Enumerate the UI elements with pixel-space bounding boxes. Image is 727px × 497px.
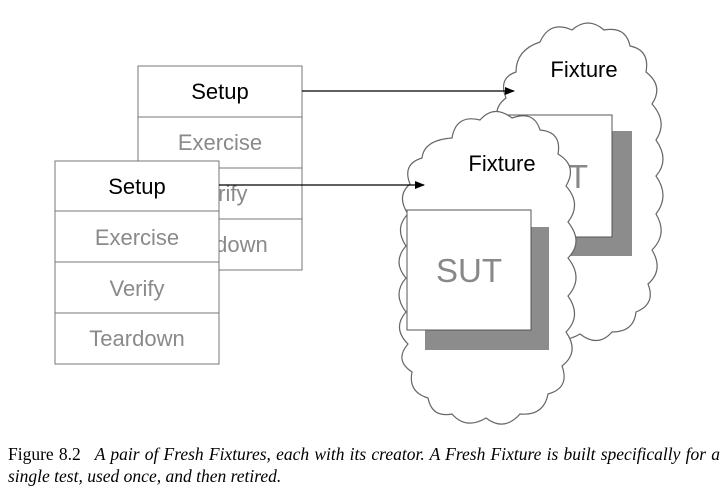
front-fixture-label: Fixture	[468, 151, 535, 176]
figure-label: Figure 8.2	[8, 444, 81, 464]
fresh-fixture-diagram: SUT Fixture SUT Fixture Setup Exercise V…	[54, 22, 664, 425]
front-sut-label: SUT	[436, 252, 502, 289]
back-stack-setup: Setup	[191, 79, 249, 104]
front-test-stack: Setup Exercise Verify Teardown	[54, 160, 220, 365]
front-stack-teardown: Teardown	[89, 326, 184, 351]
front-sut-box	[406, 209, 532, 331]
front-stack-setup: Setup	[108, 174, 166, 199]
back-stack-exercise: Exercise	[178, 130, 262, 155]
back-fixture-label: Fixture	[550, 57, 617, 82]
figure-caption-text: A pair of Fresh Fixtures, each with its …	[8, 444, 720, 486]
front-stack-exercise: Exercise	[95, 225, 179, 250]
front-stack-verify: Verify	[109, 276, 164, 301]
